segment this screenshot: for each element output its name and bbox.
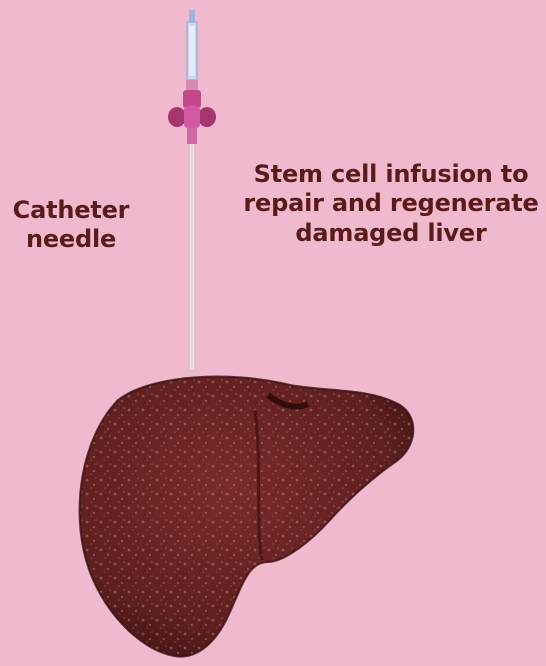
stem-cell-infusion-label: Stem cell infusion to repair and regener… (236, 160, 546, 248)
catheter-label-line1: Catheter (6, 196, 136, 225)
catheter-label-line2: needle (6, 225, 136, 254)
catheter-needle-icon (168, 10, 216, 370)
infusion-label-line1: Stem cell infusion to (236, 160, 546, 189)
liver-illustration (80, 377, 414, 657)
catheter-needle-label: Catheter needle (6, 196, 136, 255)
infusion-label-line3: damaged liver (236, 219, 546, 248)
infusion-label-line2: repair and regenerate (236, 189, 546, 218)
